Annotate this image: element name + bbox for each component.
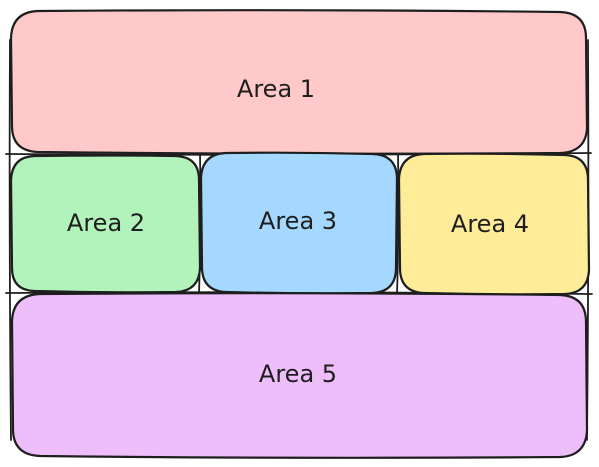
area-2: Area 2 — [9, 154, 202, 294]
area-1-label: Area 1 — [237, 75, 315, 103]
area-5-box — [10, 292, 589, 459]
area-4-label: Area 4 — [451, 210, 529, 238]
area-1: Area 1 — [9, 9, 589, 155]
area-2-label: Area 2 — [67, 209, 145, 237]
area-4-box — [397, 152, 591, 296]
area-5: Area 5 — [10, 292, 589, 459]
grid-line-left — [8, 39, 12, 441]
area-4: Area 4 — [397, 152, 591, 296]
area-3-label: Area 3 — [259, 207, 337, 235]
area-3: Area 3 — [199, 151, 399, 295]
area-5-label: Area 5 — [259, 360, 337, 388]
area-1-box — [9, 9, 589, 155]
grid-line-v2 — [396, 149, 400, 297]
area-2-box — [9, 154, 202, 294]
